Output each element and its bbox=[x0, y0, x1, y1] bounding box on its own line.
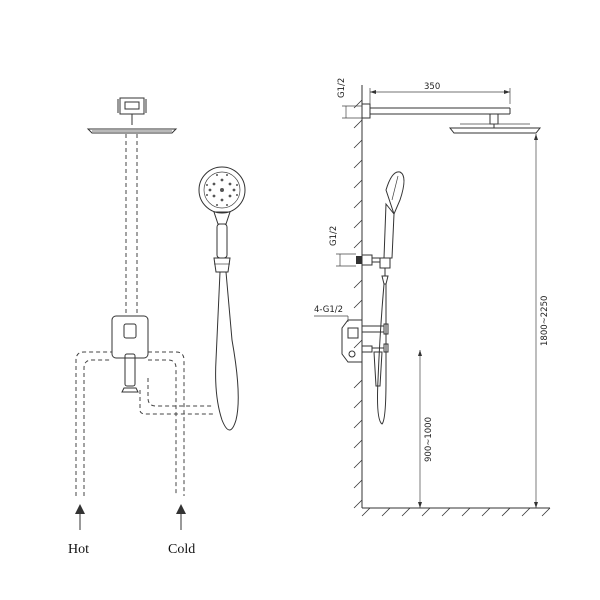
head-height-label: 1800~2250 bbox=[540, 296, 550, 346]
arm-thread-label: G1/2 bbox=[337, 78, 347, 98]
dim-350: 350 bbox=[369, 82, 511, 104]
dim-head-height: 1800~2250 bbox=[534, 134, 550, 508]
hot-arrow bbox=[75, 504, 85, 530]
side-view: 350 G1/2 G1/ bbox=[314, 78, 551, 517]
hand-shower bbox=[198, 166, 246, 273]
dim-valve-thread: 4-G1/2 bbox=[314, 305, 349, 322]
supply-pipes bbox=[75, 351, 214, 496]
outlet-thread-label: G1/2 bbox=[329, 226, 339, 246]
dim-outlet-thread: G1/2 bbox=[329, 226, 356, 267]
cold-label: Cold bbox=[168, 542, 195, 557]
shower-arm bbox=[361, 103, 511, 125]
wall bbox=[353, 85, 363, 509]
dim-valve-height: 900~1000 bbox=[418, 350, 434, 508]
side-hand-shower bbox=[379, 171, 405, 285]
spray-nozzles bbox=[206, 174, 238, 206]
mixer-valve bbox=[111, 315, 149, 393]
front-view: Hot Cold bbox=[68, 97, 246, 557]
hand-shower-hose bbox=[215, 271, 239, 431]
dim-arm-thread: G1/2 bbox=[337, 78, 362, 119]
hot-label: Hot bbox=[68, 542, 89, 557]
valve-thread-label: 4-G1/2 bbox=[314, 305, 343, 315]
riser-pipe bbox=[125, 134, 138, 316]
side-valve bbox=[341, 319, 389, 387]
wall-outlet bbox=[356, 254, 380, 266]
valve-height-label: 900~1000 bbox=[424, 417, 434, 462]
side-hose bbox=[377, 283, 387, 425]
floor bbox=[361, 507, 551, 517]
cold-arrow bbox=[176, 504, 186, 530]
rain-shower-head bbox=[86, 128, 178, 134]
dim-350-label: 350 bbox=[424, 82, 440, 92]
side-rain-head bbox=[448, 123, 542, 134]
ceiling-connector bbox=[117, 97, 147, 125]
